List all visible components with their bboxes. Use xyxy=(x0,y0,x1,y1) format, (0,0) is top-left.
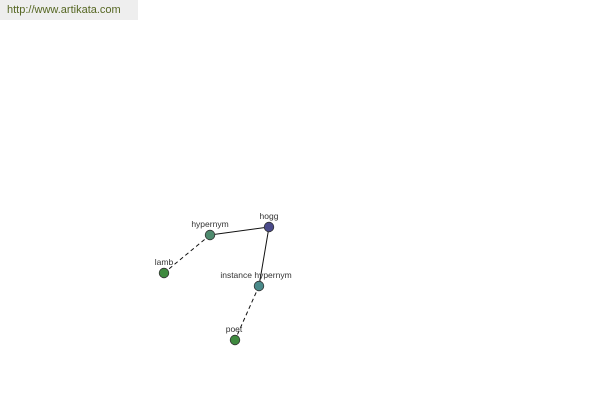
node-lamb-marker[interactable] xyxy=(158,267,170,279)
node-poet-label: poet xyxy=(226,324,243,334)
edge-hogg-to-instance-hypernym xyxy=(258,226,270,287)
node-hogg[interactable]: hogg xyxy=(260,211,279,233)
edge-hogg-to-hypernym xyxy=(209,226,270,236)
edge-instance-hypernym-to-poet xyxy=(234,285,260,341)
node-hypernym-marker[interactable] xyxy=(204,229,216,241)
node-instance-hypernym-marker[interactable] xyxy=(253,280,265,292)
url-bar: http://www.artikata.com xyxy=(0,0,138,20)
site-url-link[interactable]: http://www.artikata.com xyxy=(7,4,121,16)
node-hogg-marker[interactable] xyxy=(263,221,275,233)
node-instance-hypernym[interactable]: instance hypernym xyxy=(220,270,292,292)
node-hogg-label: hogg xyxy=(260,211,279,221)
edges-layer xyxy=(163,226,270,341)
node-lamb-label: lamb xyxy=(155,257,174,267)
nodes-layer: hogg hypernym instance hypernym lamb poet xyxy=(155,211,292,346)
node-lamb[interactable]: lamb xyxy=(155,257,174,279)
node-poet[interactable]: poet xyxy=(226,324,243,346)
node-hypernym-label: hypernym xyxy=(191,219,228,229)
node-poet-marker[interactable] xyxy=(229,334,241,346)
node-hypernym[interactable]: hypernym xyxy=(191,219,229,241)
edge-hypernym-to-lamb xyxy=(163,234,211,274)
node-instance-hypernym-label: instance hypernym xyxy=(220,270,291,280)
